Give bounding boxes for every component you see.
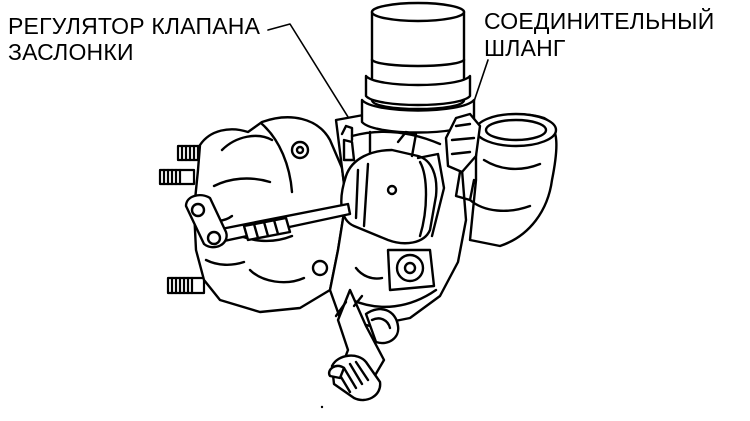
stud-middle <box>158 168 196 186</box>
turbine-housing <box>192 116 348 314</box>
speck <box>320 405 324 409</box>
mounting-studs <box>158 144 212 295</box>
stud-lower <box>166 276 206 295</box>
wastegate-actuator <box>340 130 446 245</box>
intake-pipe <box>360 1 476 162</box>
actuator-rod <box>184 124 356 249</box>
actuator-label-line2: ЗАСЛОНКИ <box>8 39 134 65</box>
oil-return-fitting <box>327 288 400 402</box>
actuator-label-line1: РЕГУЛЯТОР КЛАПАНА <box>8 13 261 39</box>
hose-label-line2: ШЛАНГ <box>484 35 566 61</box>
hose-label-line1: СОЕДИНИТЕЛЬНЫЙ <box>484 8 715 34</box>
connecting-hose <box>444 112 558 248</box>
